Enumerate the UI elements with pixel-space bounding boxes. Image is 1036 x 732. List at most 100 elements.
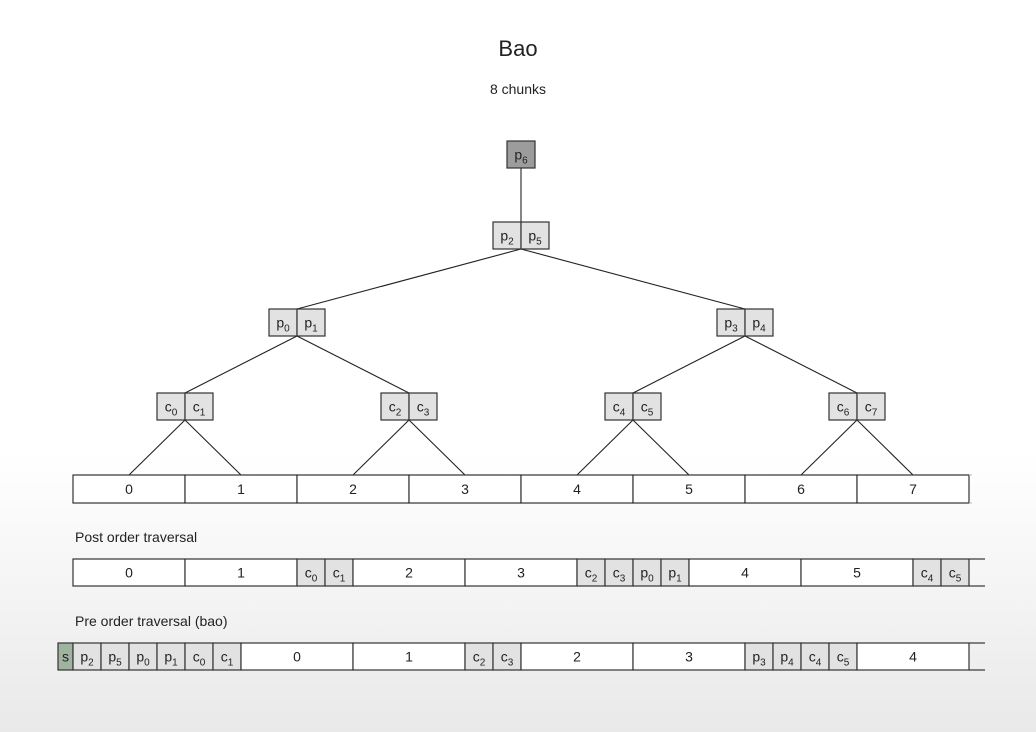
level3-node-3-left-box bbox=[828, 392, 858, 421]
chunk-6-label: 6 bbox=[797, 481, 805, 497]
pre-order-cell-10-label: c3 bbox=[501, 649, 514, 669]
tree-edge bbox=[576, 419, 634, 476]
level3-node-3-left: c6 bbox=[828, 392, 858, 421]
level3-node-3-right: c7 bbox=[856, 392, 886, 421]
chunk-3-box bbox=[408, 474, 522, 504]
pre-order-cell-16: c5 bbox=[828, 642, 858, 671]
post-order-cell-10-box bbox=[688, 558, 802, 587]
level3-node-2-right-box bbox=[632, 392, 662, 421]
level2-node-0-right: p1 bbox=[296, 308, 326, 337]
root-node-p6-box bbox=[506, 140, 536, 169]
chunk-7-label: 7 bbox=[909, 481, 917, 497]
chunk-2-label: 2 bbox=[349, 481, 357, 497]
pre-order-cell-6-label: c1 bbox=[221, 649, 234, 669]
level3-node-0-right-label: c1 bbox=[193, 399, 206, 419]
post-order-cell-3-box bbox=[324, 558, 354, 587]
pre-order-cell-8: 1 bbox=[352, 642, 466, 671]
root-node-p6-label: p6 bbox=[514, 147, 528, 167]
pre-order-cell-15-label: c4 bbox=[809, 649, 822, 669]
level3-node-3-right-box bbox=[856, 392, 886, 421]
chunk-4-label: 4 bbox=[573, 481, 581, 497]
pre-order-cell-5-label: c0 bbox=[193, 649, 206, 669]
post-order-cell-5: 3 bbox=[464, 558, 578, 587]
pre-order-cell-17: 4 bbox=[856, 642, 970, 671]
pre-order-cell-7-box bbox=[240, 642, 354, 671]
post-order-cell-7-box bbox=[604, 558, 634, 587]
pre-order-cell-2-box bbox=[100, 642, 130, 671]
level3-node-0-left-label: c0 bbox=[165, 399, 178, 419]
post-order-cell-8-box bbox=[632, 558, 662, 587]
level2-node-1-left-box bbox=[716, 308, 746, 337]
post-order-cell-2: c0 bbox=[296, 558, 326, 587]
pre-order-cell-4: p1 bbox=[156, 642, 186, 671]
post-order-cell-1-box bbox=[184, 558, 298, 587]
post-order-cell-11: 5 bbox=[800, 558, 914, 587]
level3-node-0-left-box bbox=[156, 392, 186, 421]
tree-edge bbox=[408, 419, 466, 476]
tree-edge bbox=[296, 335, 410, 394]
level3-node-3-right-label: c7 bbox=[865, 399, 878, 419]
level3-node-0-left: c0 bbox=[156, 392, 186, 421]
post-order-cell-9-label: p1 bbox=[668, 565, 682, 585]
chunk-6: 6 bbox=[744, 474, 858, 504]
chunk-3: 3 bbox=[408, 474, 522, 504]
level3-node-2-left-label: c4 bbox=[613, 399, 626, 419]
level3-node-3-left-label: c6 bbox=[837, 399, 850, 419]
chunk-0-box bbox=[72, 474, 186, 504]
level2-node-1-left-label: p3 bbox=[724, 315, 738, 335]
post-order-cell-10: 4 bbox=[688, 558, 802, 587]
post-order-label: Post order traversal bbox=[75, 529, 197, 545]
level1-node-right-label: p5 bbox=[528, 228, 542, 248]
level2-node-1-right: p4 bbox=[744, 308, 774, 337]
tree-edge bbox=[520, 248, 746, 310]
pre-order-cell-9: c2 bbox=[464, 642, 494, 671]
level1-node-right: p5 bbox=[520, 221, 550, 250]
pre-order-cell-2: p5 bbox=[100, 642, 130, 671]
chunk-1: 1 bbox=[184, 474, 298, 504]
level3-node-1-right-label: c3 bbox=[417, 399, 430, 419]
post-order-cell-8: p0 bbox=[632, 558, 662, 587]
post-order-cell-2-label: c0 bbox=[305, 565, 318, 585]
post-order-cell-2-box bbox=[296, 558, 326, 587]
pre-order-cell-13-box bbox=[744, 642, 774, 671]
level2-node-1-left: p3 bbox=[716, 308, 746, 337]
post-order-cell-4: 2 bbox=[352, 558, 466, 587]
tree-edge bbox=[856, 419, 914, 476]
post-order-cell-9: p1 bbox=[660, 558, 690, 587]
chunk-6-box bbox=[744, 474, 858, 504]
post-order-cell-5-label: 3 bbox=[517, 565, 525, 581]
tree-edge bbox=[296, 248, 522, 310]
post-order-cell-1: 1 bbox=[184, 558, 298, 587]
level1-node-right-box bbox=[520, 221, 550, 250]
post-order-cell-4-box bbox=[352, 558, 466, 587]
post-order-cell-1-label: 1 bbox=[237, 565, 245, 581]
post-order-cell-7-label: c3 bbox=[613, 565, 626, 585]
level3-node-1-left-label: c2 bbox=[389, 399, 402, 419]
pre-order-cell-15: c4 bbox=[800, 642, 830, 671]
pre-order-cell-11: 2 bbox=[520, 642, 634, 671]
pre-order-cell-10-box bbox=[492, 642, 522, 671]
root-node-p6: p6 bbox=[506, 140, 536, 169]
level1-node-left-box bbox=[492, 221, 522, 250]
post-order-cell-0: 0 bbox=[72, 558, 186, 587]
pre-order-cell-7-label: 0 bbox=[293, 649, 301, 665]
pre-order-cell-14-label: p4 bbox=[780, 649, 794, 669]
chunk-4-box bbox=[520, 474, 634, 504]
post-order-cell-6-label: c2 bbox=[585, 565, 598, 585]
post-order-cell-8-label: p0 bbox=[640, 565, 654, 585]
pre-order-cell-17-label: 4 bbox=[909, 649, 917, 665]
pre-order-cell-8-box bbox=[352, 642, 466, 671]
level3-node-0-right-box bbox=[184, 392, 214, 421]
post-order-cell-7: c3 bbox=[604, 558, 634, 587]
pre-order-cell-2-label: p5 bbox=[108, 649, 122, 669]
chunk-7: 7 bbox=[856, 474, 970, 504]
tree-edges bbox=[128, 168, 914, 476]
chunk-2-box bbox=[296, 474, 410, 504]
chunk-1-label: 1 bbox=[237, 481, 245, 497]
post-order-cell-10-label: 4 bbox=[741, 565, 749, 581]
pre-order-cell-14: p4 bbox=[772, 642, 802, 671]
diagram-title: Bao bbox=[498, 36, 537, 61]
post-order-cell-6-box bbox=[576, 558, 606, 587]
